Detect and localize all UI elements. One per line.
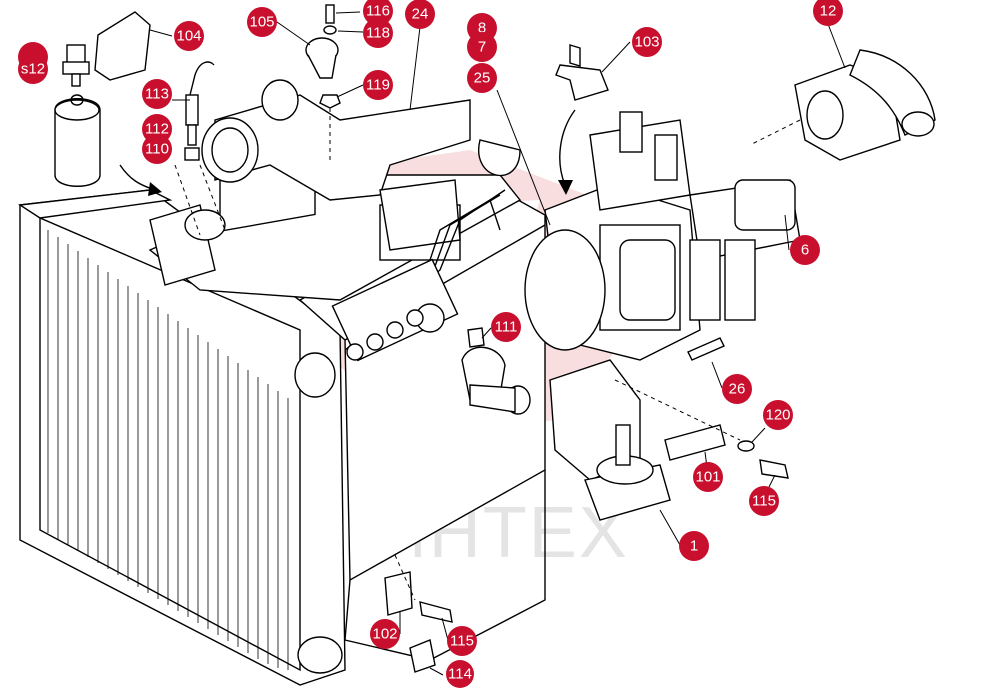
radiator-fins <box>47 230 289 670</box>
mount-hardware <box>664 337 789 479</box>
callout-6[interactable]: 6 <box>790 235 820 265</box>
callout-115-bottom-label: 115 <box>450 633 474 650</box>
callout-105[interactable]: 105 <box>247 7 277 37</box>
outlet-elbow <box>794 49 936 161</box>
callout-s12[interactable]: s12 <box>18 42 48 84</box>
callout-7[interactable]: 7 <box>467 32 497 62</box>
callout-112[interactable]: 112 <box>142 114 172 144</box>
fuel-lines <box>331 189 506 362</box>
callout-25-label: 25 <box>474 70 491 87</box>
callout-101-label: 101 <box>695 469 720 486</box>
callout-120-label: 120 <box>765 407 790 424</box>
callout-103[interactable]: 103 <box>632 27 662 57</box>
callout-26-label: 26 <box>729 381 746 398</box>
bracket-clamp <box>305 4 341 109</box>
callout-111-label: 111 <box>495 319 518 336</box>
callout-118[interactable]: 118 <box>363 18 393 48</box>
callout-110-label: 110 <box>145 141 169 158</box>
callout-7-label: 7 <box>478 39 486 56</box>
callout-25[interactable]: 25 <box>467 63 497 93</box>
leader-lines <box>149 11 846 676</box>
callout-1[interactable]: 1 <box>679 531 709 561</box>
callout-103-label: 103 <box>634 34 659 51</box>
callout-120[interactable]: 120 <box>763 400 793 430</box>
callout-114[interactable]: 114 <box>446 660 474 688</box>
callout-111[interactable]: 111 <box>491 312 521 342</box>
callout-115-mount-label: 115 <box>752 493 776 510</box>
callout-114-label: 114 <box>448 666 472 683</box>
callout-113-label: 113 <box>145 86 169 103</box>
callout-119-label: 119 <box>366 77 390 94</box>
callout-8-label: 8 <box>478 20 486 37</box>
callout-115-bottom[interactable]: 115 <box>447 626 477 656</box>
callout-6-label: 6 <box>801 242 809 259</box>
callout-102[interactable]: 102 <box>370 619 400 649</box>
pressure-sensor <box>62 44 90 87</box>
radiator <box>17 189 346 686</box>
bracket-arrow-head <box>558 180 573 195</box>
callout-12[interactable]: 12 <box>813 0 843 26</box>
glow-plug <box>184 61 215 161</box>
hydraulic-pump <box>524 111 801 361</box>
hardware-bottom <box>384 571 453 673</box>
engine-mount <box>549 359 671 521</box>
callout-118-label: 118 <box>366 25 390 42</box>
bracket-arrow <box>559 109 576 186</box>
callout-104[interactable]: 104 <box>174 21 204 51</box>
callout-116-label: 116 <box>366 3 390 20</box>
callout-119[interactable]: 119 <box>363 70 393 100</box>
callout-112-label: 112 <box>145 121 169 138</box>
heat-shield <box>94 11 151 81</box>
callout-101[interactable]: 101 <box>693 462 723 492</box>
callout-24[interactable]: 24 <box>405 0 435 29</box>
callout-116[interactable]: 116 <box>363 0 393 26</box>
coolant-fitting <box>461 327 531 415</box>
callout-115-mount[interactable]: 115 <box>749 486 779 516</box>
callout-113[interactable]: 113 <box>142 79 172 109</box>
callout-26[interactable]: 26 <box>722 374 752 404</box>
intake-pipes <box>201 79 471 251</box>
fitting-arrow-head <box>148 182 162 196</box>
callout-104-label: 104 <box>176 28 201 45</box>
callout-24-label: 24 <box>412 6 429 23</box>
callout-102-label: 102 <box>372 626 397 643</box>
callout-s12-label: s12 <box>21 61 45 78</box>
callout-105-label: 105 <box>249 14 274 31</box>
mounting-bracket-103 <box>555 44 609 101</box>
callout-12-label: 12 <box>820 3 837 20</box>
callout-1-label: 1 <box>690 538 698 555</box>
fuel-filter <box>54 94 101 187</box>
